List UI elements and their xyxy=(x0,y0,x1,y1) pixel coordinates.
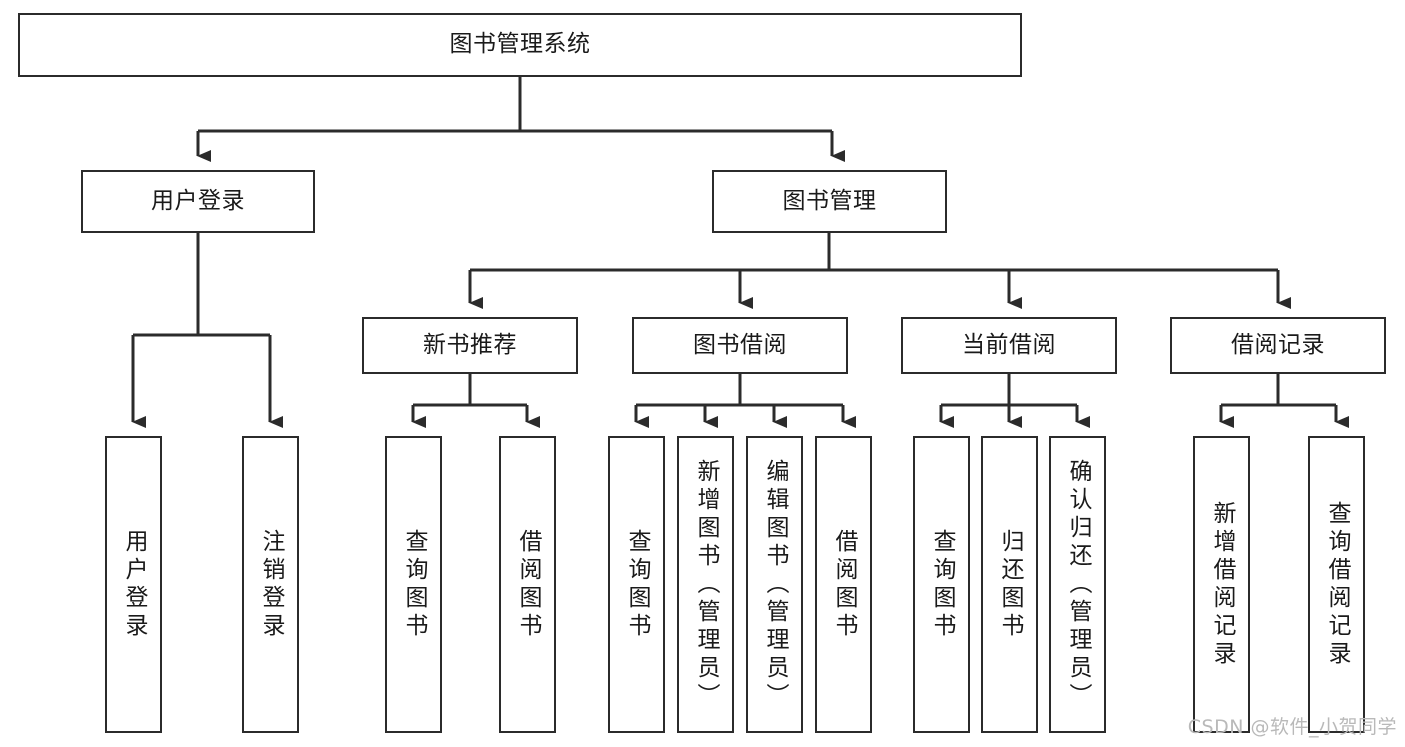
leaf-add-borrow-record[interactable]: 新增借阅记录 xyxy=(1193,436,1250,733)
leaf-add-book-admin[interactable]: 新增图书（管理员） xyxy=(677,436,734,733)
node-book-borrowing[interactable]: 图书借阅 xyxy=(632,317,848,374)
node-user-login[interactable]: 用户登录 xyxy=(81,170,315,233)
node-label: 新增借阅记录 xyxy=(1209,500,1235,669)
leaf-query-borrow-record[interactable]: 查询借阅记录 xyxy=(1308,436,1365,733)
node-label: 图书管理 xyxy=(782,187,877,214)
node-label: 查询图书 xyxy=(624,528,650,641)
leaf-user-login[interactable]: 用户登录 xyxy=(105,436,162,733)
node-label: 确认归还（管理员） xyxy=(1065,458,1091,711)
node-borrow-records[interactable]: 借阅记录 xyxy=(1170,317,1386,374)
node-current-borrowing[interactable]: 当前借阅 xyxy=(901,317,1117,374)
watermark: CSDN @软件_小贺同学 xyxy=(1187,716,1397,738)
leaf-query-book-c[interactable]: 查询图书 xyxy=(913,436,970,733)
node-label: 新书推荐 xyxy=(423,331,517,358)
leaf-logout[interactable]: 注销登录 xyxy=(242,436,299,733)
node-label: 注销登录 xyxy=(258,528,284,641)
node-label: 归还图书 xyxy=(997,528,1023,641)
node-label: 图书借阅 xyxy=(693,331,787,358)
node-label: 借阅图书 xyxy=(515,528,541,641)
leaf-query-book-a[interactable]: 查询图书 xyxy=(385,436,442,733)
node-label: 新增图书（管理员） xyxy=(693,458,719,711)
node-label: 借阅图书 xyxy=(831,528,857,641)
node-book-management[interactable]: 图书管理 xyxy=(712,170,947,233)
node-label: 当前借阅 xyxy=(962,331,1056,358)
leaf-borrow-book-b[interactable]: 借阅图书 xyxy=(815,436,872,733)
node-label: 查询图书 xyxy=(929,528,955,641)
node-label: 查询借阅记录 xyxy=(1324,500,1350,669)
node-label: 用户登录 xyxy=(121,528,147,641)
node-label: 借阅记录 xyxy=(1231,331,1325,358)
node-new-book-recommendation[interactable]: 新书推荐 xyxy=(362,317,578,374)
node-label: 编辑图书（管理员） xyxy=(762,458,788,711)
leaf-borrow-book-a[interactable]: 借阅图书 xyxy=(499,436,556,733)
leaf-return-book[interactable]: 归还图书 xyxy=(981,436,1038,733)
leaf-edit-book-admin[interactable]: 编辑图书（管理员） xyxy=(746,436,803,733)
node-root-system[interactable]: 图书管理系统 xyxy=(18,13,1022,77)
leaf-confirm-return-admin[interactable]: 确认归还（管理员） xyxy=(1049,436,1106,733)
node-label: 图书管理系统 xyxy=(449,31,591,58)
node-label: 用户登录 xyxy=(151,187,245,214)
node-label: 查询图书 xyxy=(401,528,427,641)
leaf-query-book-b[interactable]: 查询图书 xyxy=(608,436,665,733)
